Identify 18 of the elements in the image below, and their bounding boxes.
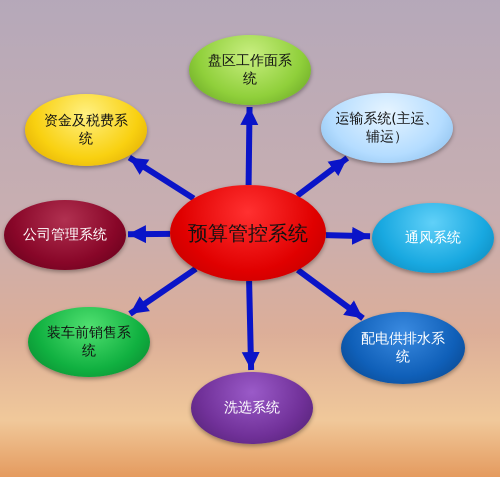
node-label: 公司管理系统 (23, 226, 107, 244)
node-label: 预算管控系统 (188, 220, 308, 246)
node-label: 运输系统(主运、辅运） (335, 110, 439, 146)
node-label: 洗选系统 (224, 398, 280, 418)
arrow (326, 226, 370, 245)
arrow (128, 266, 198, 316)
arrow (242, 280, 260, 370)
node-label: 通风系统 (405, 228, 461, 248)
arrow (296, 268, 365, 321)
arrow (128, 225, 170, 244)
ellipse-node (28, 307, 150, 377)
node-label: 配电供排水系统 (360, 330, 446, 366)
node-label: 资金及税费系统 (43, 112, 129, 148)
arrow (240, 106, 258, 186)
arrow (295, 156, 350, 198)
arrow (128, 155, 196, 202)
node-label: 盘区工作面系统 (207, 52, 293, 88)
node-label: 装车前销售系统 (46, 324, 132, 360)
